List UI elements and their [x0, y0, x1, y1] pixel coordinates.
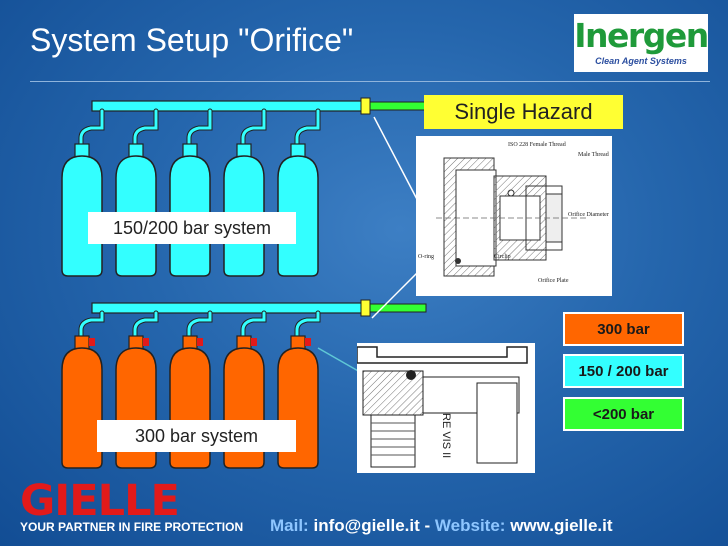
orifice-technical-drawing: ISO 228 Female Thread Male Thread Orific…	[416, 136, 612, 296]
legend-under-200-bar: <200 bar	[563, 397, 684, 431]
cyan-cylinder-group	[61, 108, 321, 277]
label-oring: O-ring	[418, 254, 434, 260]
title-divider	[30, 81, 710, 82]
fitting-technical-drawing: RE VIS II	[357, 343, 535, 473]
legend-300-bar: 300 bar	[563, 312, 684, 346]
orange-valve-3	[197, 338, 203, 346]
label-orifice-plate: Orifice Plate	[538, 277, 569, 284]
fitting-drawing-svg: RE VIS II	[357, 346, 528, 468]
gielle-tagline: YOUR PARTNER IN FIRE PROTECTION	[20, 520, 244, 534]
top-manifold-pipe	[91, 100, 363, 112]
label-circlip: Circlip	[494, 254, 511, 260]
mail-label: Mail:	[270, 516, 309, 535]
pointer-line-bottom	[371, 269, 421, 319]
slide-title: System Setup "Orifice"	[30, 22, 354, 58]
inergen-logo-subtitle: Clean Agent Systems	[595, 56, 687, 66]
orange-hose-fill-1	[79, 311, 104, 350]
top-outlet-pipe	[369, 101, 427, 111]
pointer-line-lower	[317, 347, 361, 373]
bottom-manifold-pipe	[91, 302, 363, 314]
single-hazard-label: Single Hazard	[424, 95, 623, 129]
website-label: Website:	[434, 516, 506, 535]
inergen-logo: Inergen Clean Agent Systems	[574, 14, 709, 72]
gielle-logo: GIELLE	[20, 476, 180, 526]
cyan-cylinder-1	[61, 155, 103, 277]
orange-valve-5	[305, 338, 311, 346]
cyan-cylinder-5	[277, 155, 319, 277]
orange-hose-fill-4	[241, 311, 266, 350]
pointer-line-top	[373, 116, 421, 206]
orange-hose-fill-5	[295, 311, 320, 350]
orange-valve-4	[251, 338, 257, 346]
orange-hose-fill-2	[133, 311, 158, 350]
cyan-hose-fill-4	[241, 109, 266, 158]
mail-link[interactable]: info@gielle.it	[313, 516, 420, 535]
label-300-bar-system: 300 bar system	[97, 420, 296, 452]
top-valve	[360, 97, 371, 115]
cyan-hose-fill-2	[133, 109, 158, 158]
website-link[interactable]: www.gielle.it	[510, 516, 613, 535]
orange-hose-fill-3	[187, 311, 212, 350]
bottom-valve	[360, 299, 371, 317]
label-orifice-diameter: Orifice Diameter	[568, 211, 609, 218]
cyan-hose-fill-5	[295, 109, 320, 158]
orange-valve-2	[143, 338, 149, 346]
orange-cylinder-1	[61, 347, 103, 469]
orifice-drawing-svg: ISO 228 Female Thread Male Thread Orific…	[418, 142, 609, 284]
cyan-hose-fill-3	[187, 109, 212, 158]
label-male-thread: Male Thread	[578, 152, 609, 158]
inergen-logo-word: Inergen	[574, 16, 709, 55]
orange-valve-1	[89, 338, 95, 346]
contact-separator: -	[424, 516, 431, 535]
label-female-thread: ISO 228 Female Thread	[508, 142, 566, 148]
label-150-200-bar-system: 150/200 bar system	[88, 212, 296, 244]
fitting-drawing-text: RE VIS II	[440, 413, 452, 458]
cyan-hose-fill-1	[79, 109, 104, 158]
legend-150-200-bar: 150 / 200 bar	[563, 354, 684, 388]
bottom-outlet-pipe	[369, 303, 427, 313]
contact-line: Mail: info@gielle.it - Website: www.giel…	[270, 516, 613, 536]
